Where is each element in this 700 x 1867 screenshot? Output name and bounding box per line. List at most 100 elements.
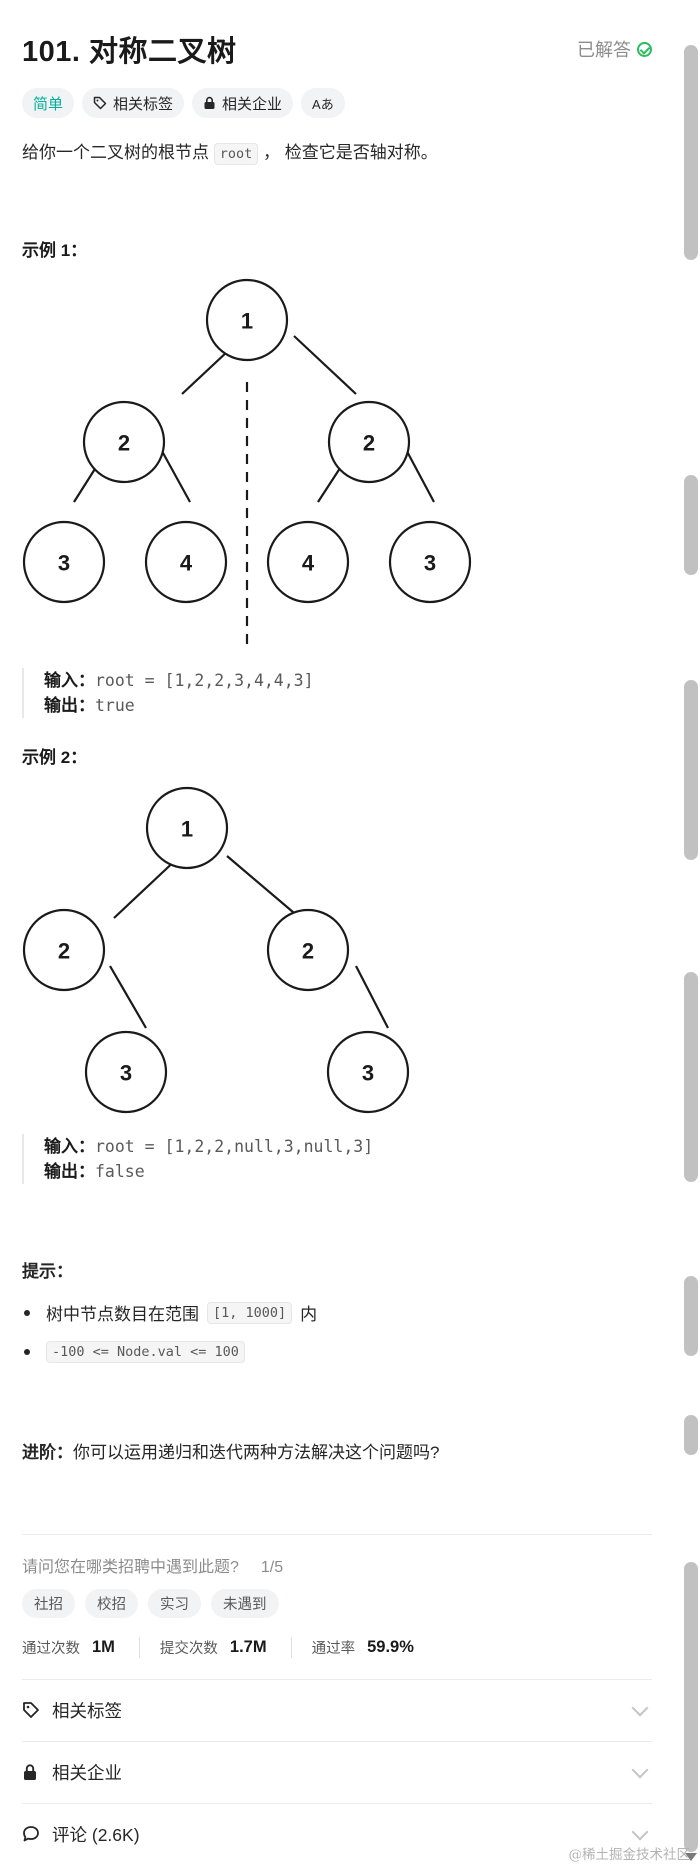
example-1-io: 输入：root = [1,2,2,3,4,4,3] 输出：true (22, 668, 314, 718)
scrollbar-thumb[interactable] (684, 1276, 698, 1356)
stat-label: 通过率 (311, 1641, 356, 1657)
scrollbar-thumb[interactable] (684, 45, 698, 260)
tree1-node-l3-0: 3 (58, 551, 70, 576)
font-toggle-icon: Aあ (312, 96, 334, 112)
survey-option-social[interactable]: 社招 (22, 1589, 75, 1618)
font-size-toggle[interactable]: Aあ (301, 88, 345, 118)
tag-icon (22, 1701, 44, 1719)
tree2-node-l2-1: 2 (302, 939, 314, 964)
example-1-tree-diagram: 1 2 2 3 4 4 3 (22, 278, 472, 646)
related-companies-chip[interactable]: 相关企业 (192, 88, 294, 118)
lock-icon (22, 1763, 44, 1781)
comment-icon (22, 1825, 44, 1843)
hint-text-suffix: 内 (300, 1305, 318, 1324)
stat-submissions: 提交次数 1.7M (160, 1637, 292, 1658)
problem-title: 101. 对称二叉树 (22, 36, 237, 68)
watermark: @稀土掘金技术社区 (568, 1847, 691, 1863)
example-1-output-value: true (95, 696, 135, 715)
divider (22, 1741, 652, 1742)
description-code: root (213, 143, 259, 165)
scrollbar-thumb[interactable] (684, 680, 698, 860)
interview-survey: 请问您在哪类招聘中遇到此题? 1/5 (22, 1553, 283, 1577)
example-1-input-label: 输入： (44, 671, 95, 690)
survey-options: 社招 校招 实习 未遇到 (22, 1589, 279, 1618)
example-2-io: 输入：root = [1,2,2,null,3,null,3] 输出：false (22, 1134, 373, 1184)
check-circle-icon (637, 41, 652, 57)
survey-count: 1/5 (260, 1559, 284, 1576)
submission-stats: 通过次数 1M 提交次数 1.7M 通过率 59.9% (22, 1637, 458, 1658)
hint-code: [1, 1000] (207, 1301, 293, 1324)
survey-option-intern[interactable]: 实习 (148, 1589, 201, 1618)
tree1-node-l3-1: 4 (180, 551, 193, 576)
description-text: 给你一个二叉树的根节点 (22, 143, 209, 162)
title-row: 101. 对称二叉树 已解答 (22, 28, 652, 68)
tag-icon (93, 96, 107, 110)
example-2-input-value: root = [1,2,2,null,3,null,3] (95, 1137, 374, 1156)
tree1-node-l3-2: 4 (302, 551, 315, 576)
scrollbar[interactable] (682, 0, 700, 1867)
difficulty-badge[interactable]: 简单 (22, 88, 75, 118)
tag-bar: 简单 相关标签 相关企业 Aあ (22, 88, 345, 118)
example-2-tree-diagram: 1 2 2 3 3 (22, 786, 410, 1114)
example-1-title: 示例 1： (22, 241, 88, 260)
section-label: 相关标签 (52, 1700, 122, 1721)
example-2-input-label: 输入： (44, 1137, 95, 1156)
tree2-node-l3-0: 3 (120, 1061, 132, 1086)
stat-accepted: 通过次数 1M (22, 1637, 140, 1658)
hint-item: 树中节点数目在范围 [1, 1000] 内 (22, 1300, 317, 1325)
advanced-text: 你可以运用递归和迭代两种方法解决这个问题吗? (73, 1443, 440, 1462)
scrollbar-thumb[interactable] (684, 475, 698, 575)
tree2-node-root: 1 (181, 817, 193, 842)
bullet-icon (24, 1309, 30, 1316)
stat-value: 1M (92, 1638, 115, 1656)
stat-value: 1.7M (229, 1638, 267, 1656)
divider (22, 1534, 652, 1535)
survey-question: 请问您在哪类招聘中遇到此题? (22, 1559, 239, 1576)
hint-item: -100 <= Node.val <= 100 (22, 1341, 245, 1363)
tree2-node-l3-1: 3 (362, 1061, 374, 1086)
related-tags-label: 相关标签 (113, 95, 174, 113)
problem-description: 给你一个二叉树的根节点 root ， 检查它是否轴对称。 (22, 140, 438, 167)
tree1-node-l2-1: 2 (363, 431, 375, 456)
survey-option-campus[interactable]: 校招 (85, 1589, 138, 1618)
section-related-tags[interactable]: 相关标签 (22, 1680, 652, 1740)
chevron-down-icon (631, 1823, 649, 1841)
description-text-suffix: ， 检查它是否轴对称。 (262, 143, 438, 162)
solved-label: 已解答 (577, 40, 631, 60)
chevron-down-icon (631, 1699, 649, 1717)
scrollbar-thumb[interactable] (684, 972, 698, 1182)
tree1-node-l3-3: 3 (424, 551, 436, 576)
chevron-down-icon (631, 1761, 649, 1779)
divider (22, 1679, 652, 1680)
section-label: 评论 (2.6K) (52, 1824, 140, 1845)
scrollbar-thumb[interactable] (684, 1562, 698, 1852)
related-companies-label: 相关企业 (222, 95, 283, 113)
stat-acceptance-rate: 通过率 59.9% (312, 1637, 438, 1658)
tree2-node-l2-0: 2 (58, 939, 70, 964)
related-tags-chip[interactable]: 相关标签 (82, 88, 185, 118)
example-1-input-value: root = [1,2,2,3,4,4,3] (95, 671, 314, 690)
section-related-companies[interactable]: 相关企业 (22, 1742, 652, 1802)
section-comments[interactable]: 评论 (2.6K) (22, 1804, 652, 1864)
hint-code: -100 <= Node.val <= 100 (46, 1341, 245, 1363)
scroll-down-arrow-icon[interactable] (685, 1853, 697, 1861)
scrollbar-thumb[interactable] (684, 1415, 698, 1455)
lock-icon (204, 96, 215, 109)
hint-text: 树中节点数目在范围 (46, 1305, 199, 1324)
advanced-note: 进阶：你可以运用递归和迭代两种方法解决这个问题吗? (22, 1438, 439, 1463)
bullet-icon (24, 1349, 30, 1355)
advanced-label: 进阶： (22, 1443, 73, 1462)
tree1-node-l2-0: 2 (118, 431, 130, 456)
stat-value: 59.9% (367, 1638, 414, 1656)
example-2-title: 示例 2： (22, 748, 88, 767)
example-2-output-value: false (95, 1162, 145, 1181)
solved-status: 已解答 (577, 36, 652, 62)
stat-label: 提交次数 (159, 1641, 218, 1657)
tree1-node-root: 1 (241, 309, 253, 334)
example-1-output-label: 输出： (44, 696, 95, 715)
survey-option-never[interactable]: 未遇到 (211, 1589, 279, 1618)
section-label: 相关企业 (52, 1762, 122, 1783)
stat-label: 通过次数 (22, 1641, 80, 1657)
hints-title: 提示： (22, 1262, 73, 1281)
